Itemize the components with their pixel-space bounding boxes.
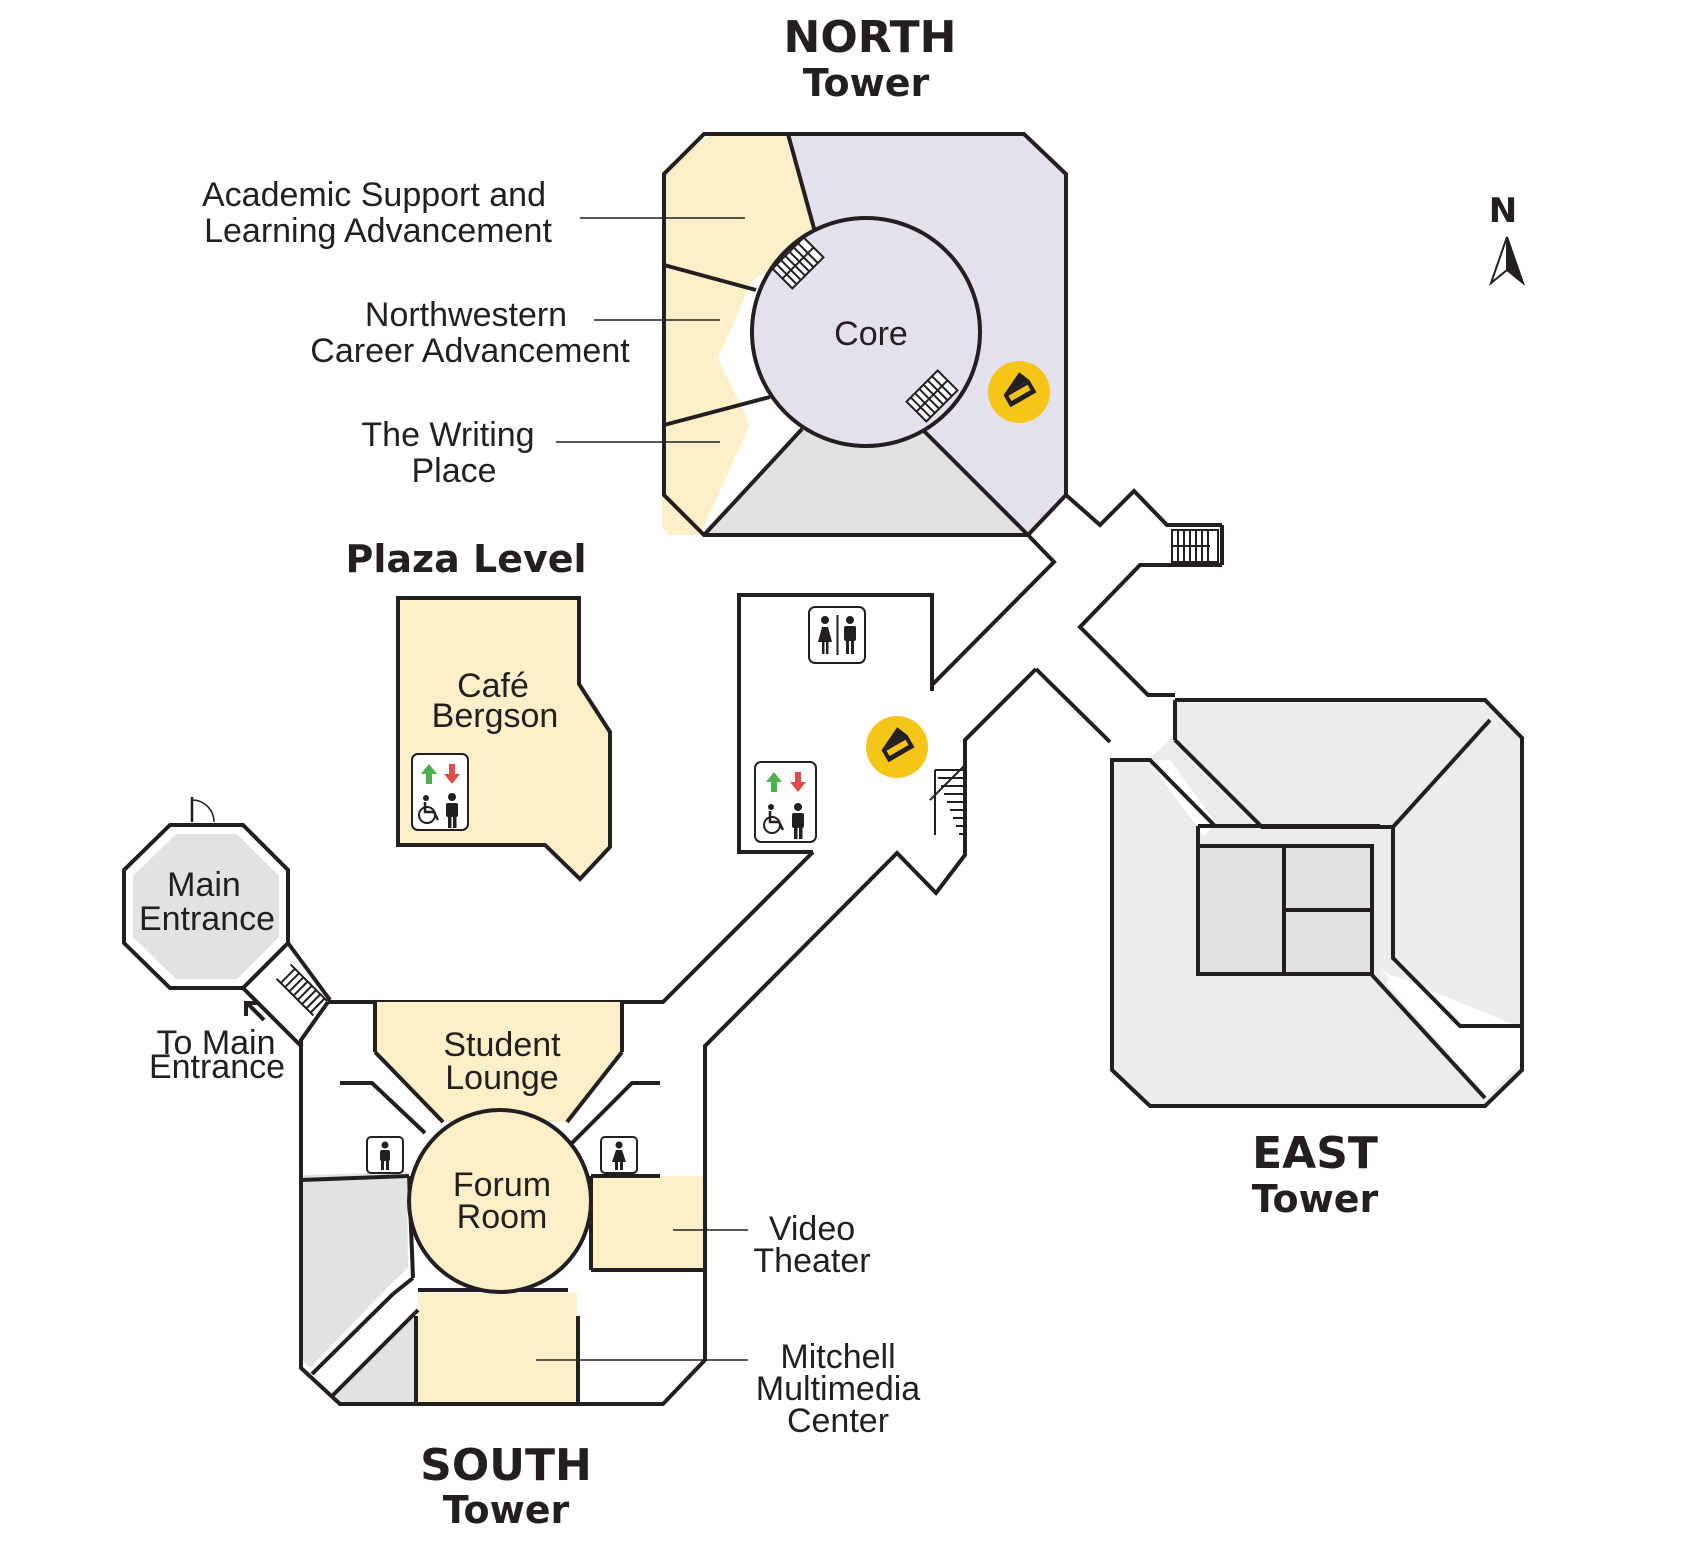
entrance-stairs <box>241 941 332 1049</box>
cafe-bergson[interactable] <box>396 596 612 882</box>
north-partition <box>663 395 771 427</box>
stairs-icon <box>771 236 825 290</box>
writing-place-line2: Place <box>411 452 496 490</box>
scanner-icon[interactable] <box>988 361 1050 423</box>
south-partition <box>329 1308 420 1399</box>
stairs-icon <box>275 963 329 1017</box>
east-tower-wall <box>1110 698 1524 1108</box>
mitchell-line3: Center <box>787 1402 889 1440</box>
restroom-icon <box>808 606 866 664</box>
center-block-wall <box>737 593 934 854</box>
student-lounge-label-line2: Lounge <box>445 1059 558 1097</box>
corridor-wall <box>930 533 1057 691</box>
elevator-icon <box>754 761 817 843</box>
main-entrance[interactable] <box>122 797 290 990</box>
north-gray-area <box>704 429 1024 535</box>
corridor-wall <box>703 667 1038 1150</box>
cafe-label-line1: Café <box>457 667 529 705</box>
to-main-entrance-arrow-icon <box>244 1001 266 1022</box>
arrow-up-icon <box>421 764 437 784</box>
main-entrance-label-line2: Entrance <box>139 900 275 938</box>
scanner-icon[interactable] <box>866 716 928 778</box>
mitchell-line1: Mitchell <box>780 1338 895 1376</box>
corridor-wall <box>1034 667 1112 744</box>
stairs-icon <box>905 369 959 423</box>
student-lounge-label-line1: Student <box>443 1026 561 1064</box>
south-partition <box>565 1050 624 1124</box>
stairs-icon <box>929 764 966 835</box>
career-advancement-line1: Northwestern <box>365 296 567 334</box>
main-entrance-label-line1: Main <box>167 866 241 904</box>
arrow-down-icon <box>790 772 806 792</box>
south-tower-title: SOUTH <box>420 1440 592 1491</box>
cafe-label-line2: Bergson <box>432 697 559 735</box>
south-partition <box>391 1276 415 1296</box>
arrow-down-icon <box>444 764 460 784</box>
restroom-women-icon <box>600 1136 638 1174</box>
north-partition <box>920 427 1030 537</box>
student-lounge[interactable] <box>375 1002 622 1122</box>
center-block <box>737 593 966 854</box>
forum-room-label-line1: Forum <box>453 1166 551 1204</box>
south-partition <box>373 1050 445 1124</box>
accessible-icon <box>763 804 785 834</box>
video-theater[interactable] <box>591 1176 704 1268</box>
core-label: Core <box>834 315 908 353</box>
south-tower-subtitle: Tower <box>443 1488 570 1532</box>
south-partition <box>310 1292 395 1376</box>
academic-support-line2: Learning Advancement <box>204 212 552 250</box>
career-advancement-line2: Career Advancement <box>310 332 630 370</box>
stairs-icon <box>1171 529 1219 563</box>
north-tower <box>662 132 1068 537</box>
mitchell-line2: Multimedia <box>756 1370 920 1408</box>
to-main-entrance-line2: Entrance <box>149 1048 285 1086</box>
restroom-men-icon <box>366 1136 404 1174</box>
south-partition <box>300 1174 410 1182</box>
video-theater-line2: Theater <box>753 1242 870 1280</box>
elevator-icon <box>411 753 469 831</box>
east-tower-subtitle: Tower <box>1252 1177 1379 1221</box>
to-main-entrance-line1: To Main <box>156 1024 275 1062</box>
north-partition <box>663 263 757 292</box>
south-partition <box>568 1081 660 1147</box>
north-tower-subtitle: Tower <box>803 61 930 105</box>
callout-leaders <box>536 217 748 1361</box>
plaza-level-title: Plaza Level <box>345 537 586 581</box>
arrow-up-icon <box>766 772 782 792</box>
forum-room[interactable] <box>407 1108 593 1294</box>
writing-place-line1: The Writing <box>361 416 534 454</box>
video-theater-line1: Video <box>769 1210 855 1248</box>
east-partition <box>1370 973 1487 1100</box>
compass-label: N <box>1489 191 1517 231</box>
north-arrow-icon <box>1488 236 1526 286</box>
east-tower <box>1110 698 1524 1108</box>
south-gray-room <box>301 1172 408 1368</box>
south-partition <box>340 1081 427 1135</box>
east-partition <box>1391 827 1522 1028</box>
north-partition <box>702 427 804 537</box>
mitchell-multimedia-center[interactable] <box>418 1293 577 1404</box>
south-tower <box>299 1000 707 1406</box>
door-icon <box>190 797 215 823</box>
corridor-wall <box>328 850 815 1004</box>
north-tower-title: NORTH <box>784 12 957 63</box>
forum-room-label-line2: Room <box>457 1198 548 1236</box>
north-partition <box>786 133 817 233</box>
corridor-wall <box>1077 563 1222 697</box>
accessible-icon <box>418 795 440 824</box>
academic-support-line1: Academic Support and <box>202 176 546 214</box>
corridor-wall <box>1064 488 1222 528</box>
north-yellow-area <box>662 134 815 535</box>
east-tower-title: EAST <box>1252 1128 1378 1179</box>
